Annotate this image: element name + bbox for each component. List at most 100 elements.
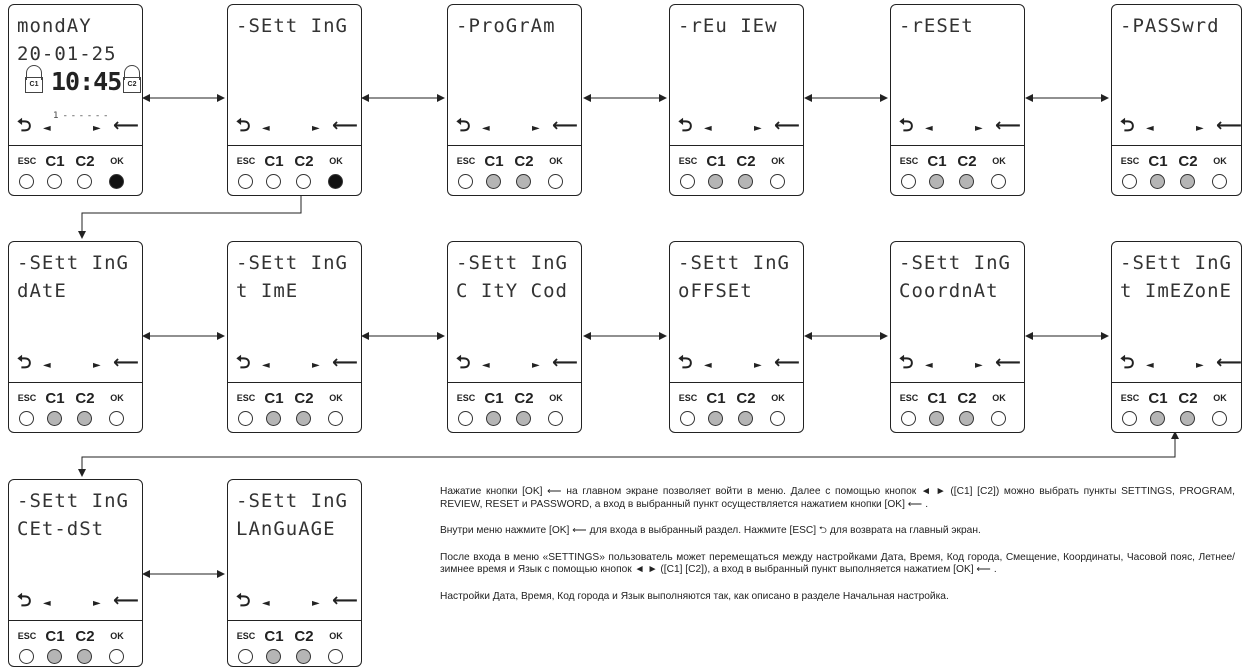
c1-button[interactable] xyxy=(1150,174,1165,189)
enter-icon: ⟵ xyxy=(113,352,139,373)
c2-button[interactable] xyxy=(738,174,753,189)
nav-icons: ⮌ ◄ ► ⟵ xyxy=(899,115,1021,137)
enter-icon: ⟵ xyxy=(774,352,800,373)
c1-button[interactable] xyxy=(1150,411,1165,426)
back-icon: ⮌ xyxy=(678,352,693,373)
c1-button[interactable] xyxy=(708,174,723,189)
nav-icons: ⮌ ◄ ► ⟵ xyxy=(236,592,358,612)
menu-line2: CoordnAt xyxy=(899,280,999,302)
left-arrow-icon: ◄ xyxy=(925,360,933,371)
c1-button[interactable] xyxy=(266,649,281,664)
esc-button[interactable] xyxy=(901,411,916,426)
ok-button[interactable] xyxy=(1212,174,1227,189)
nav-icons: ⮌ ◄ ► ⟵ xyxy=(456,117,578,137)
ok-label: OK xyxy=(329,631,343,641)
esc-button[interactable] xyxy=(238,174,253,189)
esc-button[interactable] xyxy=(238,649,253,664)
lcd-display: -SEtt InG dAtE ⮌ ◄ ► ⟵ xyxy=(9,242,142,383)
right-arrow-icon: ► xyxy=(312,360,320,371)
c2-button[interactable] xyxy=(738,411,753,426)
c2-button[interactable] xyxy=(516,411,531,426)
c2-button[interactable] xyxy=(1180,174,1195,189)
esc-button[interactable] xyxy=(901,174,916,189)
ok-button[interactable] xyxy=(548,174,563,189)
esc-button[interactable] xyxy=(19,411,34,426)
ok-label: OK xyxy=(329,393,343,403)
button-panel: ESC C1 C2 OK xyxy=(228,621,361,666)
c1-button[interactable] xyxy=(929,174,944,189)
back-icon: ⮌ xyxy=(17,352,32,373)
ok-button[interactable] xyxy=(770,174,785,189)
esc-label: ESC xyxy=(17,156,37,166)
button-panel: ESC C1 C2 OK xyxy=(448,146,581,195)
c1-button[interactable] xyxy=(929,411,944,426)
ok-button[interactable] xyxy=(770,411,785,426)
ok-button[interactable] xyxy=(328,649,343,664)
c1-button[interactable] xyxy=(486,411,501,426)
esc-button[interactable] xyxy=(19,649,34,664)
c2-button[interactable] xyxy=(296,174,311,189)
menu-line1: -SEtt InG xyxy=(17,490,129,512)
menu-line1: -SEtt InG xyxy=(678,252,790,274)
esc-button[interactable] xyxy=(1122,411,1137,426)
menu-line1: -PASSwrd xyxy=(1120,15,1220,37)
nav-icons: ⮌ ◄ ► ⟵ xyxy=(17,115,139,137)
channel-1-label: C1 xyxy=(25,77,43,93)
enter-icon: ⟵ xyxy=(113,115,139,136)
c2-button[interactable] xyxy=(77,174,92,189)
ok-button[interactable] xyxy=(328,174,343,189)
ok-button[interactable] xyxy=(1212,411,1227,426)
channel-2-label: C2 xyxy=(123,77,141,93)
c1-label: C1 xyxy=(264,628,284,645)
time-text: 10:45 xyxy=(51,67,122,96)
menu-line1: -rESEt xyxy=(899,15,974,37)
c1-label: C1 xyxy=(484,153,504,170)
ok-button[interactable] xyxy=(109,174,124,189)
menu-line2: oFFSEt xyxy=(678,280,753,302)
c1-button[interactable] xyxy=(47,411,62,426)
c2-button[interactable] xyxy=(959,411,974,426)
c2-button[interactable] xyxy=(296,649,311,664)
lcd-display: -SEtt InG t ImEZonE ⮌ ◄ ► ⟵ xyxy=(1112,242,1241,383)
esc-button[interactable] xyxy=(680,411,695,426)
esc-button[interactable] xyxy=(458,174,473,189)
menu-line1: -rEu IEw xyxy=(678,15,778,37)
left-arrow-icon: ◄ xyxy=(262,123,270,134)
enter-icon: ⟵ xyxy=(995,115,1021,136)
back-icon: ⮌ xyxy=(17,590,32,611)
c2-button[interactable] xyxy=(77,411,92,426)
esc-button[interactable] xyxy=(19,174,34,189)
c1-button[interactable] xyxy=(47,649,62,664)
c1-button[interactable] xyxy=(47,174,62,189)
c1-button[interactable] xyxy=(486,174,501,189)
right-arrow-icon: ► xyxy=(312,598,320,609)
esc-button[interactable] xyxy=(680,174,695,189)
ok-button[interactable] xyxy=(991,411,1006,426)
ok-button[interactable] xyxy=(991,174,1006,189)
ok-button[interactable] xyxy=(109,649,124,664)
c2-button[interactable] xyxy=(296,411,311,426)
c2-button[interactable] xyxy=(1180,411,1195,426)
c1-button[interactable] xyxy=(708,411,723,426)
ok-button[interactable] xyxy=(548,411,563,426)
esc-button[interactable] xyxy=(238,411,253,426)
ok-button[interactable] xyxy=(328,411,343,426)
c1-button[interactable] xyxy=(266,411,281,426)
c2-button[interactable] xyxy=(77,649,92,664)
ok-label: OK xyxy=(771,156,785,166)
nav-icons: ⮌ ◄ ► ⟵ xyxy=(678,117,800,137)
esc-button[interactable] xyxy=(1122,174,1137,189)
c1-label: C1 xyxy=(706,390,726,407)
ok-button[interactable] xyxy=(109,411,124,426)
right-arrow-icon: ► xyxy=(754,123,762,134)
c1-label: C1 xyxy=(264,390,284,407)
button-panel: ESC C1 C2 OK xyxy=(891,146,1024,195)
c2-button[interactable] xyxy=(516,174,531,189)
nav-icons: ⮌ ◄ ► ⟵ xyxy=(17,352,139,374)
nav-icons: ⮌ ◄ ► ⟵ xyxy=(678,352,800,374)
lock-icon: C2 xyxy=(123,65,141,95)
c1-button[interactable] xyxy=(266,174,281,189)
esc-button[interactable] xyxy=(458,411,473,426)
date-text: 20-01-25 xyxy=(17,43,117,65)
c2-button[interactable] xyxy=(959,174,974,189)
